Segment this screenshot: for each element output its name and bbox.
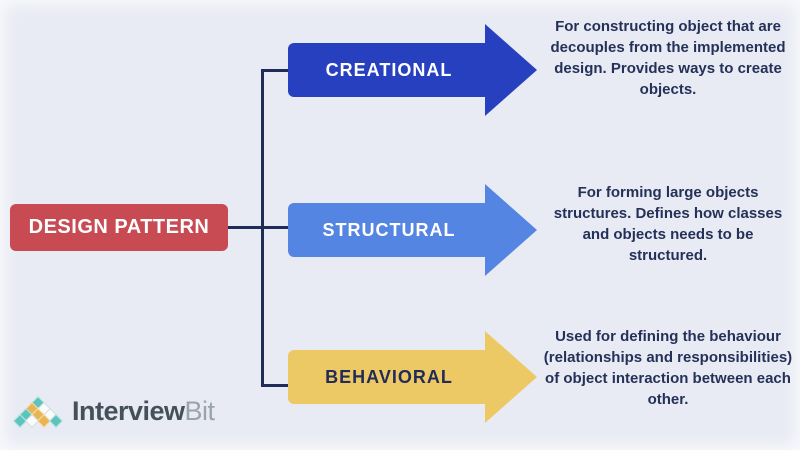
connector-vertical-line [261, 69, 264, 387]
connector-creational-stub [261, 69, 291, 72]
structural-arrow-body: STRUCTURAL [288, 203, 490, 257]
logo-text-primary: Interview [72, 396, 185, 426]
branch-arrow-behavioral: BEHAVIORAL [288, 331, 537, 423]
logo-text-secondary: Bit [184, 396, 216, 426]
design-pattern-box: DESIGN PATTERN [10, 204, 228, 251]
creational-label: CREATIONAL [325, 59, 453, 80]
structural-arrowhead-icon [485, 184, 537, 276]
interviewbit-logo-icon [12, 395, 64, 428]
behavioral-description: Used for defining the behaviour (relatio… [543, 328, 793, 408]
interviewbit-wordmark: InterviewBit [72, 396, 215, 427]
behavioral-label: BEHAVIORAL [325, 366, 453, 387]
behavioral-arrow-body: BEHAVIORAL [288, 350, 490, 404]
creational-description: For constructing object that are decoupl… [550, 18, 786, 98]
connector-root-line [228, 226, 290, 229]
creational-arrow-body: CREATIONAL [288, 43, 490, 97]
behavioral-arrowhead-icon [485, 331, 537, 423]
structural-label: STRUCTURAL [322, 219, 456, 240]
interviewbit-logo: InterviewBit [12, 395, 215, 428]
connector-behavioral-stub [261, 384, 291, 387]
structural-description: For forming large objects structures. De… [553, 184, 783, 264]
creational-arrowhead-icon [485, 24, 537, 116]
design-pattern-label: DESIGN PATTERN [28, 216, 210, 238]
branch-arrow-structural: STRUCTURAL [288, 184, 537, 276]
branch-arrow-creational: CREATIONAL [288, 24, 537, 116]
